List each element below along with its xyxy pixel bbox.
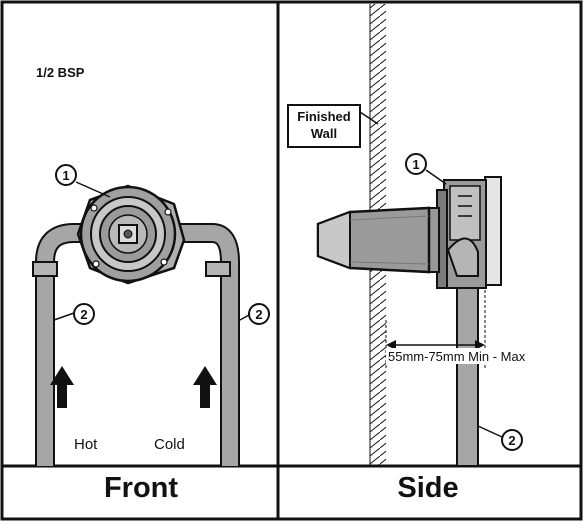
svg-text:1: 1	[412, 157, 419, 172]
spec-label: 1/2 BSP	[36, 65, 85, 80]
callout-2-cold: 2	[239, 303, 270, 325]
callout-2-hot: 2	[53, 303, 95, 325]
hot-label: Hot	[74, 436, 98, 453]
hot-fitting	[32, 261, 58, 277]
svg-text:2: 2	[80, 307, 87, 322]
svg-text:2: 2	[255, 307, 262, 322]
callout-1-front: 1	[55, 164, 111, 198]
cold-flow-arrow-icon	[193, 366, 217, 408]
svg-text:2: 2	[508, 433, 515, 448]
hot-flow-arrow-icon	[50, 366, 74, 408]
callout-2-side: 2	[477, 425, 523, 451]
svg-text:Finished: Finished	[297, 109, 351, 124]
cold-fitting	[205, 261, 231, 277]
side-panel: Finished Wall	[287, 4, 564, 504]
callout-1-side: 1	[405, 153, 447, 185]
side-title: Side	[397, 472, 458, 504]
valve-front	[76, 184, 186, 285]
cold-label: Cold	[154, 436, 185, 453]
finished-wall-label: Finished Wall	[287, 104, 379, 148]
valve-side	[428, 179, 487, 289]
front-title: Front	[104, 472, 178, 504]
dimension-indicator: 55mm-75mm Min - Max	[385, 290, 564, 370]
front-panel: 1/2 BSP 1	[32, 65, 270, 504]
svg-text:Wall: Wall	[311, 126, 337, 141]
svg-text:1: 1	[62, 168, 69, 183]
dimension-label: 55mm-75mm Min - Max	[388, 349, 526, 364]
valve-handle-side	[316, 206, 431, 274]
mounting-plate	[484, 176, 502, 286]
